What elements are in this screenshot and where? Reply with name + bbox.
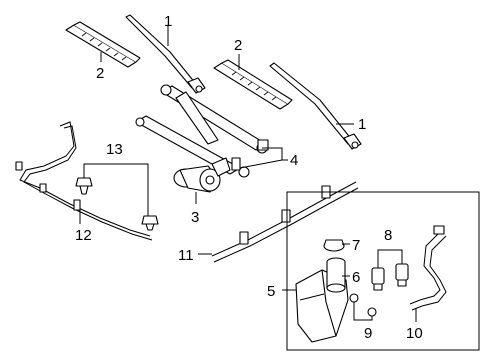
washer-nozzles [75,177,159,231]
callout-13: 13 [106,141,123,158]
left-wiper-arm [125,14,206,94]
callout-6: 6 [352,269,360,286]
leader-4-b [239,159,283,169]
callout-2-right: 2 [234,37,242,54]
reservoir-box [286,191,480,351]
callout-2-left: 2 [96,65,104,82]
wiper-motor [173,157,231,193]
callout-8: 8 [384,227,392,244]
callout-4: 4 [290,152,298,169]
callout-3: 3 [191,209,199,226]
leader-8 [377,249,403,268]
leader-9 [353,302,373,321]
callout-5: 5 [267,283,275,300]
leader-13 [83,163,149,216]
callout-1-top: 1 [164,13,172,30]
wiper-linkage [135,84,269,178]
washer-hose [15,121,153,241]
filler-neck [326,257,346,293]
right-wiper-blade [213,59,293,110]
callout-9: 9 [364,325,372,342]
callout-12: 12 [75,227,92,244]
washer-pumps [371,263,409,291]
callout-10: 10 [406,325,423,342]
left-wiper-blade [65,21,141,68]
callout-11: 11 [178,247,194,264]
reservoir-cap [323,239,345,252]
right-wiper-arm [269,62,362,150]
callout-1-right: 1 [358,116,366,133]
leader-4 [262,147,288,161]
reservoir-hose [409,225,447,311]
callout-7: 7 [352,237,360,254]
